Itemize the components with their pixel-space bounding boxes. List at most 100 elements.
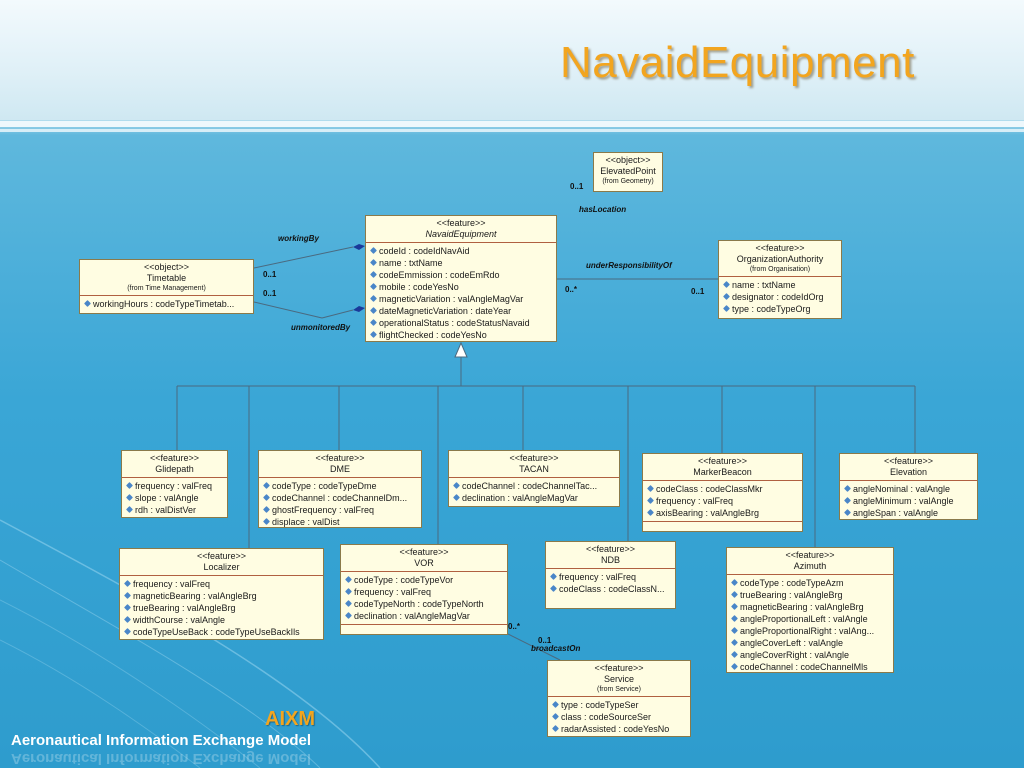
attribute: trueBearing : valAngleBrg	[731, 589, 890, 601]
brand-logo: AIXM	[265, 708, 315, 730]
attribute-list: codeType : codeTypeVor frequency : valFr…	[341, 571, 507, 624]
association-working-by: workingBy	[278, 234, 319, 243]
attribute: radarAssisted : codeYesNo	[552, 723, 687, 735]
attribute: ghostFrequency : valFreq	[263, 504, 418, 516]
class-name: Azimuth	[793, 561, 827, 571]
page-title: NavaidEquipment	[560, 38, 915, 87]
class-name: OrganizationAuthority	[736, 254, 824, 264]
attribute-icon	[263, 518, 270, 525]
stereotype: <<object>>	[143, 262, 190, 272]
attribute-icon	[550, 573, 557, 580]
attribute: frequency : valFreq	[550, 571, 672, 583]
attribute-icon	[126, 506, 133, 513]
attribute-icon	[345, 612, 352, 619]
attribute-list: codeType : codeTypeDme codeChannel : cod…	[259, 477, 421, 530]
attribute-icon	[124, 592, 131, 599]
header-divider	[0, 121, 1024, 127]
attribute: workingHours : codeTypeTimetab...	[84, 298, 250, 310]
attribute: slope : valAngle	[126, 492, 224, 504]
attribute-icon	[731, 639, 738, 646]
attribute: type : codeTypeSer	[552, 699, 687, 711]
attribute: name : txtName	[370, 257, 553, 269]
association-under-responsibility-of: underResponsibilityOf	[586, 261, 672, 270]
attribute-icon	[731, 579, 738, 586]
attribute-icon	[453, 494, 460, 501]
attribute-list: frequency : valFreq codeClass : codeClas…	[546, 568, 675, 597]
attribute: name : txtName	[723, 279, 838, 291]
attribute: codeChannel : codeChannelMls	[731, 661, 890, 673]
class-elevation[interactable]: <<feature>> Elevation angleNominal : val…	[839, 453, 978, 520]
attribute: codeChannel : codeChannelTac...	[453, 480, 616, 492]
attribute-icon	[731, 603, 738, 610]
attribute: trueBearing : valAngleBrg	[124, 602, 320, 614]
attribute: angleProportionalRight : valAng...	[731, 625, 890, 637]
multiplicity-service-vor: 0..1	[538, 636, 552, 645]
attribute-icon	[731, 615, 738, 622]
attribute: codeType : codeTypeAzm	[731, 577, 890, 589]
attribute-icon	[370, 283, 377, 290]
attribute: magneticBearing : valAngleBrg	[124, 590, 320, 602]
attribute: angleSpan : valAngle	[844, 507, 974, 519]
attribute-icon	[723, 305, 730, 312]
attribute-icon	[263, 494, 270, 501]
class-navaid-equipment[interactable]: <<feature>> NavaidEquipment codeId : cod…	[365, 215, 557, 342]
class-name: VOR	[414, 558, 434, 568]
attribute-icon	[723, 281, 730, 288]
class-timetable[interactable]: <<object>> Timetable (from Time Manageme…	[79, 259, 254, 314]
attribute-icon	[370, 271, 377, 278]
attribute: declination : valAngleMagVar	[453, 492, 616, 504]
attribute-icon	[84, 300, 91, 307]
class-localizer[interactable]: <<feature>> Localizer frequency : valFre…	[119, 548, 324, 640]
class-dme[interactable]: <<feature>> DME codeType : codeTypeDme c…	[258, 450, 422, 528]
class-service[interactable]: <<feature>> Service (from Service) type …	[547, 660, 691, 737]
class-marker-beacon[interactable]: <<feature>> MarkerBeacon codeClass : cod…	[642, 453, 803, 532]
multiplicity-navaid-to-org: 0..*	[565, 285, 578, 294]
class-source: (from Service)	[597, 686, 641, 693]
class-organization-authority[interactable]: <<feature>> OrganizationAuthority (from …	[718, 240, 842, 319]
class-azimuth[interactable]: <<feature>> Azimuth codeType : codeTypeA…	[726, 547, 894, 673]
attribute: widthCourse : valAngle	[124, 614, 320, 626]
attribute-icon	[552, 725, 559, 732]
attribute-icon	[124, 580, 131, 587]
attribute-icon	[731, 591, 738, 598]
class-ndb[interactable]: <<feature>> NDB frequency : valFreq code…	[545, 541, 676, 609]
class-source: (from Time Management)	[127, 285, 206, 292]
attribute: codeType : codeTypeVor	[345, 574, 504, 586]
footer-subtitle: Aeronautical Information Exchange Model	[11, 732, 312, 749]
attribute-list: name : txtName designator : codeIdOrg ty…	[719, 276, 841, 317]
attribute: displace : valDist	[263, 516, 418, 528]
stereotype: <<feature>>	[785, 550, 835, 560]
operation-compartment	[341, 624, 507, 637]
attribute: class : codeSourceSer	[552, 711, 687, 723]
association-unmonitored-by: unmonitoredBy	[291, 323, 351, 332]
class-elevated-point[interactable]: <<object>> ElevatedPoint (from Geometry)	[593, 152, 663, 192]
header-divider-thin	[0, 129, 1024, 132]
attribute-list: codeType : codeTypeAzm trueBearing : val…	[727, 574, 893, 675]
attribute-icon	[370, 295, 377, 302]
stereotype: <<feature>>	[697, 456, 748, 466]
attribute-icon	[370, 319, 377, 326]
stereotype: <<feature>>	[755, 243, 805, 253]
class-tacan[interactable]: <<feature>> TACAN codeChannel : codeChan…	[448, 450, 620, 507]
attribute-icon	[126, 494, 133, 501]
attribute-icon	[370, 331, 377, 338]
header-band	[0, 0, 1024, 120]
attribute: frequency : valFreq	[647, 495, 799, 507]
class-source: (from Organisation)	[749, 266, 811, 273]
attribute-icon	[124, 604, 131, 611]
attribute-icon	[370, 259, 377, 266]
attribute: codeId : codeIdNavAid	[370, 245, 553, 257]
class-vor[interactable]: <<feature>> VOR codeType : codeTypeVor f…	[340, 544, 508, 635]
attribute-list: angleNominal : valAngle angleMinimum : v…	[840, 480, 977, 521]
association-has-location: hasLocation	[579, 205, 627, 214]
association-broadcast-on: broadcastOn	[531, 644, 581, 653]
attribute-icon	[126, 482, 133, 489]
class-glidepath[interactable]: <<feature>> Glidepath frequency : valFre…	[121, 450, 228, 518]
attribute-icon	[550, 585, 557, 592]
attribute-list: type : codeTypeSer class : codeSourceSer…	[548, 696, 690, 737]
attribute: operationalStatus : codeStatusNavaid	[370, 317, 553, 329]
attribute-icon	[263, 482, 270, 489]
attribute-icon	[647, 497, 654, 504]
stereotype: <<feature>>	[399, 547, 449, 557]
stereotype: <<object>>	[605, 155, 651, 165]
